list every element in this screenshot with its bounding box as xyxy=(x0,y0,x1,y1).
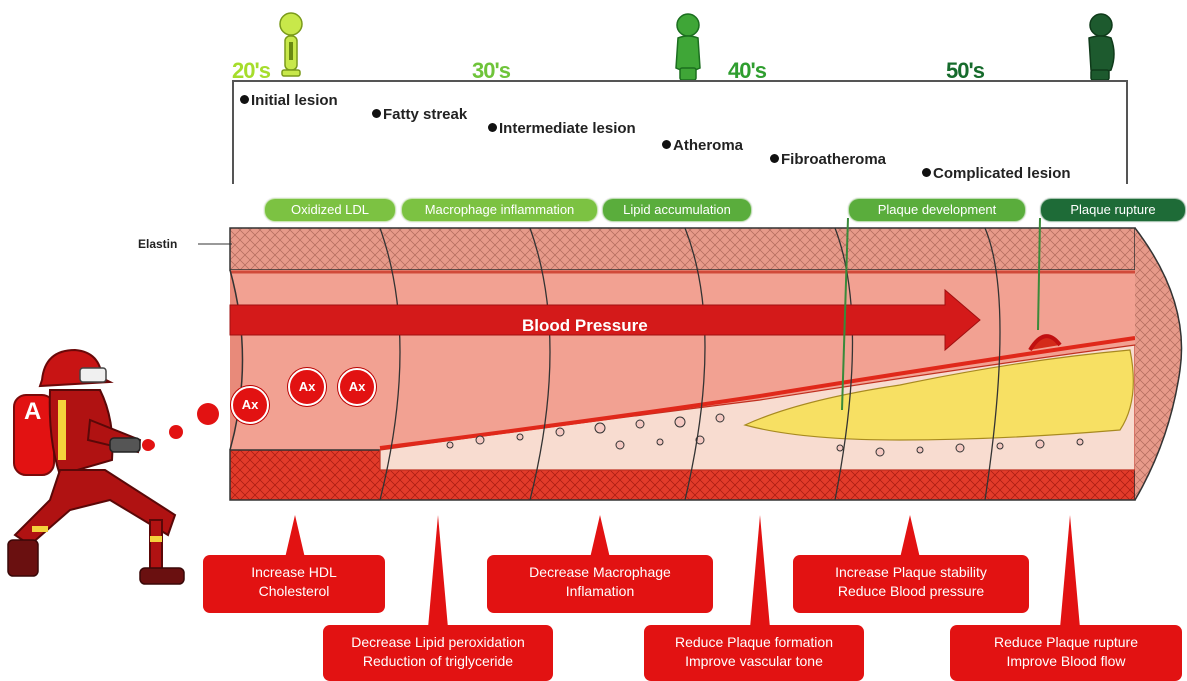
callout-line: Improve Blood flow xyxy=(950,652,1182,671)
callout-line: Reduction of triglyceride xyxy=(323,652,553,671)
callout-lipid-peroxidation: Decrease Lipid peroxidation Reduction of… xyxy=(323,625,553,681)
callout-line: Reduce Blood pressure xyxy=(793,582,1029,601)
callout-line: Decrease Macrophage xyxy=(487,563,713,582)
callout-line: Improve vascular tone xyxy=(644,652,864,671)
callout-line: Increase Plaque stability xyxy=(793,563,1029,582)
callout-macrophage: Decrease Macrophage Inflamation xyxy=(487,555,713,613)
callout-line: Cholesterol xyxy=(203,582,385,601)
callout-plaque-stability: Increase Plaque stability Reduce Blood p… xyxy=(793,555,1029,613)
callout-line: Decrease Lipid peroxidation xyxy=(323,633,553,652)
callout-plaque-formation: Reduce Plaque formation Improve vascular… xyxy=(644,625,864,681)
callout-plaque-rupture: Reduce Plaque rupture Improve Blood flow xyxy=(950,625,1182,681)
callout-line: Reduce Plaque formation xyxy=(644,633,864,652)
callout-line: Reduce Plaque rupture xyxy=(950,633,1182,652)
callout-line: Increase HDL xyxy=(203,563,385,582)
callout-hdl: Increase HDL Cholesterol xyxy=(203,555,385,613)
callout-line: Inflamation xyxy=(487,582,713,601)
